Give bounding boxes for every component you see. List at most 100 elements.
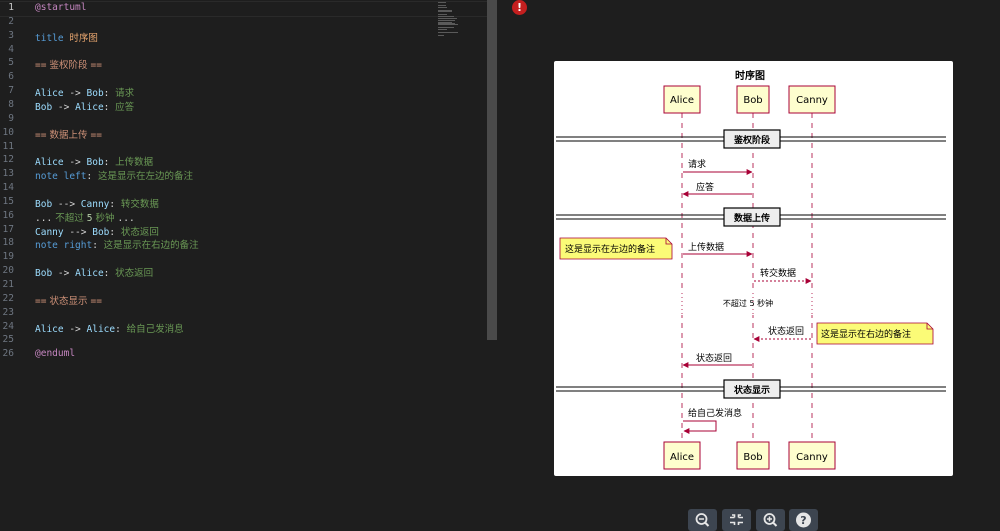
zoom-in-icon [763,513,778,527]
divider-auth: 鉴权阶段 [556,129,946,149]
line-number: 7 [8,85,14,97]
line-number: 2 [8,15,14,27]
minimap-line [438,29,447,31]
line-number: 3 [8,29,14,41]
code-line[interactable]: Alice -> Alice: 给自己发消息 [35,321,184,335]
minimap-line [438,34,445,36]
line-number: 26 [2,348,14,360]
minimap-line [438,24,458,26]
code-line[interactable]: @startuml [35,2,86,13]
code-token: 5 [86,212,93,224]
minimap-line [438,21,453,23]
code-line[interactable]: == 数据上传 == [35,127,102,141]
participant-alice-top: Alice [663,85,701,114]
error-badge[interactable]: ! [512,0,527,15]
message-status-alice-label: 状态返回 [696,352,732,364]
code-line[interactable]: == 鉴权阶段 == [35,57,102,71]
code-token: Alice [86,323,116,335]
code-token: Bob [92,226,110,238]
delay-label: 不超过 5 秒钟 [723,298,773,308]
editor-scrollbar[interactable] [487,0,497,340]
code-line[interactable]: Alice -> Bob: 请求 [35,85,134,99]
code-token: : [109,226,121,238]
code-line[interactable]: note right: 这是显示在右边的备注 [35,237,199,251]
code-token: -> [52,268,76,280]
minimap-line [438,17,457,19]
code-line[interactable]: note left: 这是显示在左边的备注 [35,168,193,182]
code-token: : [109,198,121,210]
code-token: 时序图 [69,32,98,44]
minimap-line [438,4,447,6]
code-token: : [103,268,116,280]
svg-text:Alice: Alice [670,452,694,463]
note-right: 这是显示在右边的备注 [816,322,934,345]
code-token: --> [52,198,81,210]
code-token: : [115,323,127,335]
code-token: ... [117,212,135,224]
code-token: @startuml [35,2,87,13]
code-token: Bob [35,268,53,280]
code-line[interactable]: Bob -> Alice: 应答 [35,99,134,113]
code-token: @enduml [35,348,76,360]
line-number: 14 [2,182,14,194]
line-number: 25 [2,334,14,346]
code-token: Alice [35,88,64,100]
svg-text:Canny: Canny [796,452,828,463]
svg-text:?: ? [800,514,806,527]
code-token: Bob [35,101,53,113]
code-token: == [35,295,47,307]
code-line[interactable]: title 时序图 [35,30,98,44]
svg-text:Bob: Bob [743,452,762,463]
participant-bob-bottom: Bob [736,441,770,470]
code-token: Canny [80,198,110,210]
code-token: == [90,60,102,72]
fit-to-screen-button[interactable] [722,509,751,531]
code-token: 状态显示 [46,295,91,307]
code-token: -> [63,88,87,100]
code-line[interactable]: Bob -> Alice: 状态返回 [35,265,153,279]
minimap-line [438,31,458,33]
line-number: 13 [2,168,14,180]
line-number: 5 [8,57,14,69]
line-number: 9 [8,112,14,124]
code-token: 这是显示在左边的备注 [97,171,193,183]
minimap-line [438,11,453,13]
message-response-label: 应答 [696,181,714,193]
message-self-label: 给自己发消息 [688,407,742,419]
line-number: 12 [2,154,14,166]
line-number: 11 [2,140,14,152]
zoom-in-button[interactable] [756,509,785,531]
line-number: 6 [8,71,14,83]
participant-canny-bottom: Canny [788,441,836,470]
code-line[interactable]: Canny --> Bob: 状态返回 [35,224,159,238]
current-line-highlight [0,1,487,17]
line-number: 21 [2,279,14,290]
code-token: 这是显示在右边的备注 [103,240,199,252]
help-button[interactable]: ? [789,509,818,531]
divider-upload: 数据上传 [556,207,946,227]
line-number: 18 [2,237,14,249]
code-token: Bob [35,198,53,210]
minimap[interactable] [438,2,468,36]
code-line[interactable]: ... 不超过 5 秒钟 ... [35,210,135,224]
participant-alice-bottom: Alice [663,441,701,470]
code-line[interactable]: Alice -> Bob: 上传数据 [35,154,153,168]
code-token: == [35,60,47,72]
code-token: 数据上传 [46,129,91,141]
svg-text:这是显示在右边的备注: 这是显示在右边的备注 [821,328,911,340]
code-line[interactable]: @enduml [35,348,75,359]
zoom-out-button[interactable] [688,509,717,531]
minimap-line [438,20,456,22]
divider-status: 状态显示 [556,379,946,399]
code-token: : [103,157,116,169]
code-token: == [90,129,102,141]
participant-canny-top: Canny [788,85,836,114]
code-line[interactable]: == 状态显示 == [35,293,102,307]
minimap-line [438,26,455,28]
minimap-line [438,9,453,11]
code-line[interactable]: Bob --> Canny: 转交数据 [35,196,159,210]
line-number: 24 [2,320,14,332]
code-token: Bob [86,88,104,100]
